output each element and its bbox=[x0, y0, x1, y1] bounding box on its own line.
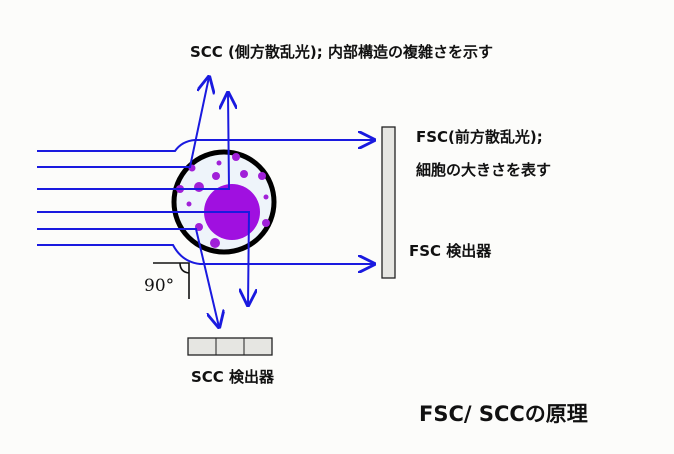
scc-beam-3 bbox=[37, 211, 249, 305]
scc-detector-label: SCC 検出器 bbox=[191, 368, 275, 386]
right-angle-marker bbox=[153, 262, 190, 299]
fsc-beam-bottom bbox=[37, 244, 374, 264]
fsc-detector-label: FSC 検出器 bbox=[409, 242, 492, 260]
scc-beam-2 bbox=[37, 93, 229, 190]
angle-label: 90° bbox=[144, 276, 175, 296]
scc-title: SCC (側方散乱光); 内部構造の複雑さを示す bbox=[190, 43, 493, 61]
scc-detector bbox=[187, 337, 273, 356]
light-beams bbox=[37, 77, 374, 327]
diagram-title: FSC/ SCCの原理 bbox=[419, 402, 588, 426]
fsc-title-line2: 細胞の大きさを表す bbox=[416, 161, 552, 179]
fsc-beam-top bbox=[37, 140, 374, 152]
fsc-detector bbox=[381, 126, 396, 279]
fsc-title-line1: FSC(前方散乱光); bbox=[416, 128, 543, 146]
scc-beam-1 bbox=[37, 77, 209, 168]
scc-beam-4 bbox=[37, 228, 219, 327]
